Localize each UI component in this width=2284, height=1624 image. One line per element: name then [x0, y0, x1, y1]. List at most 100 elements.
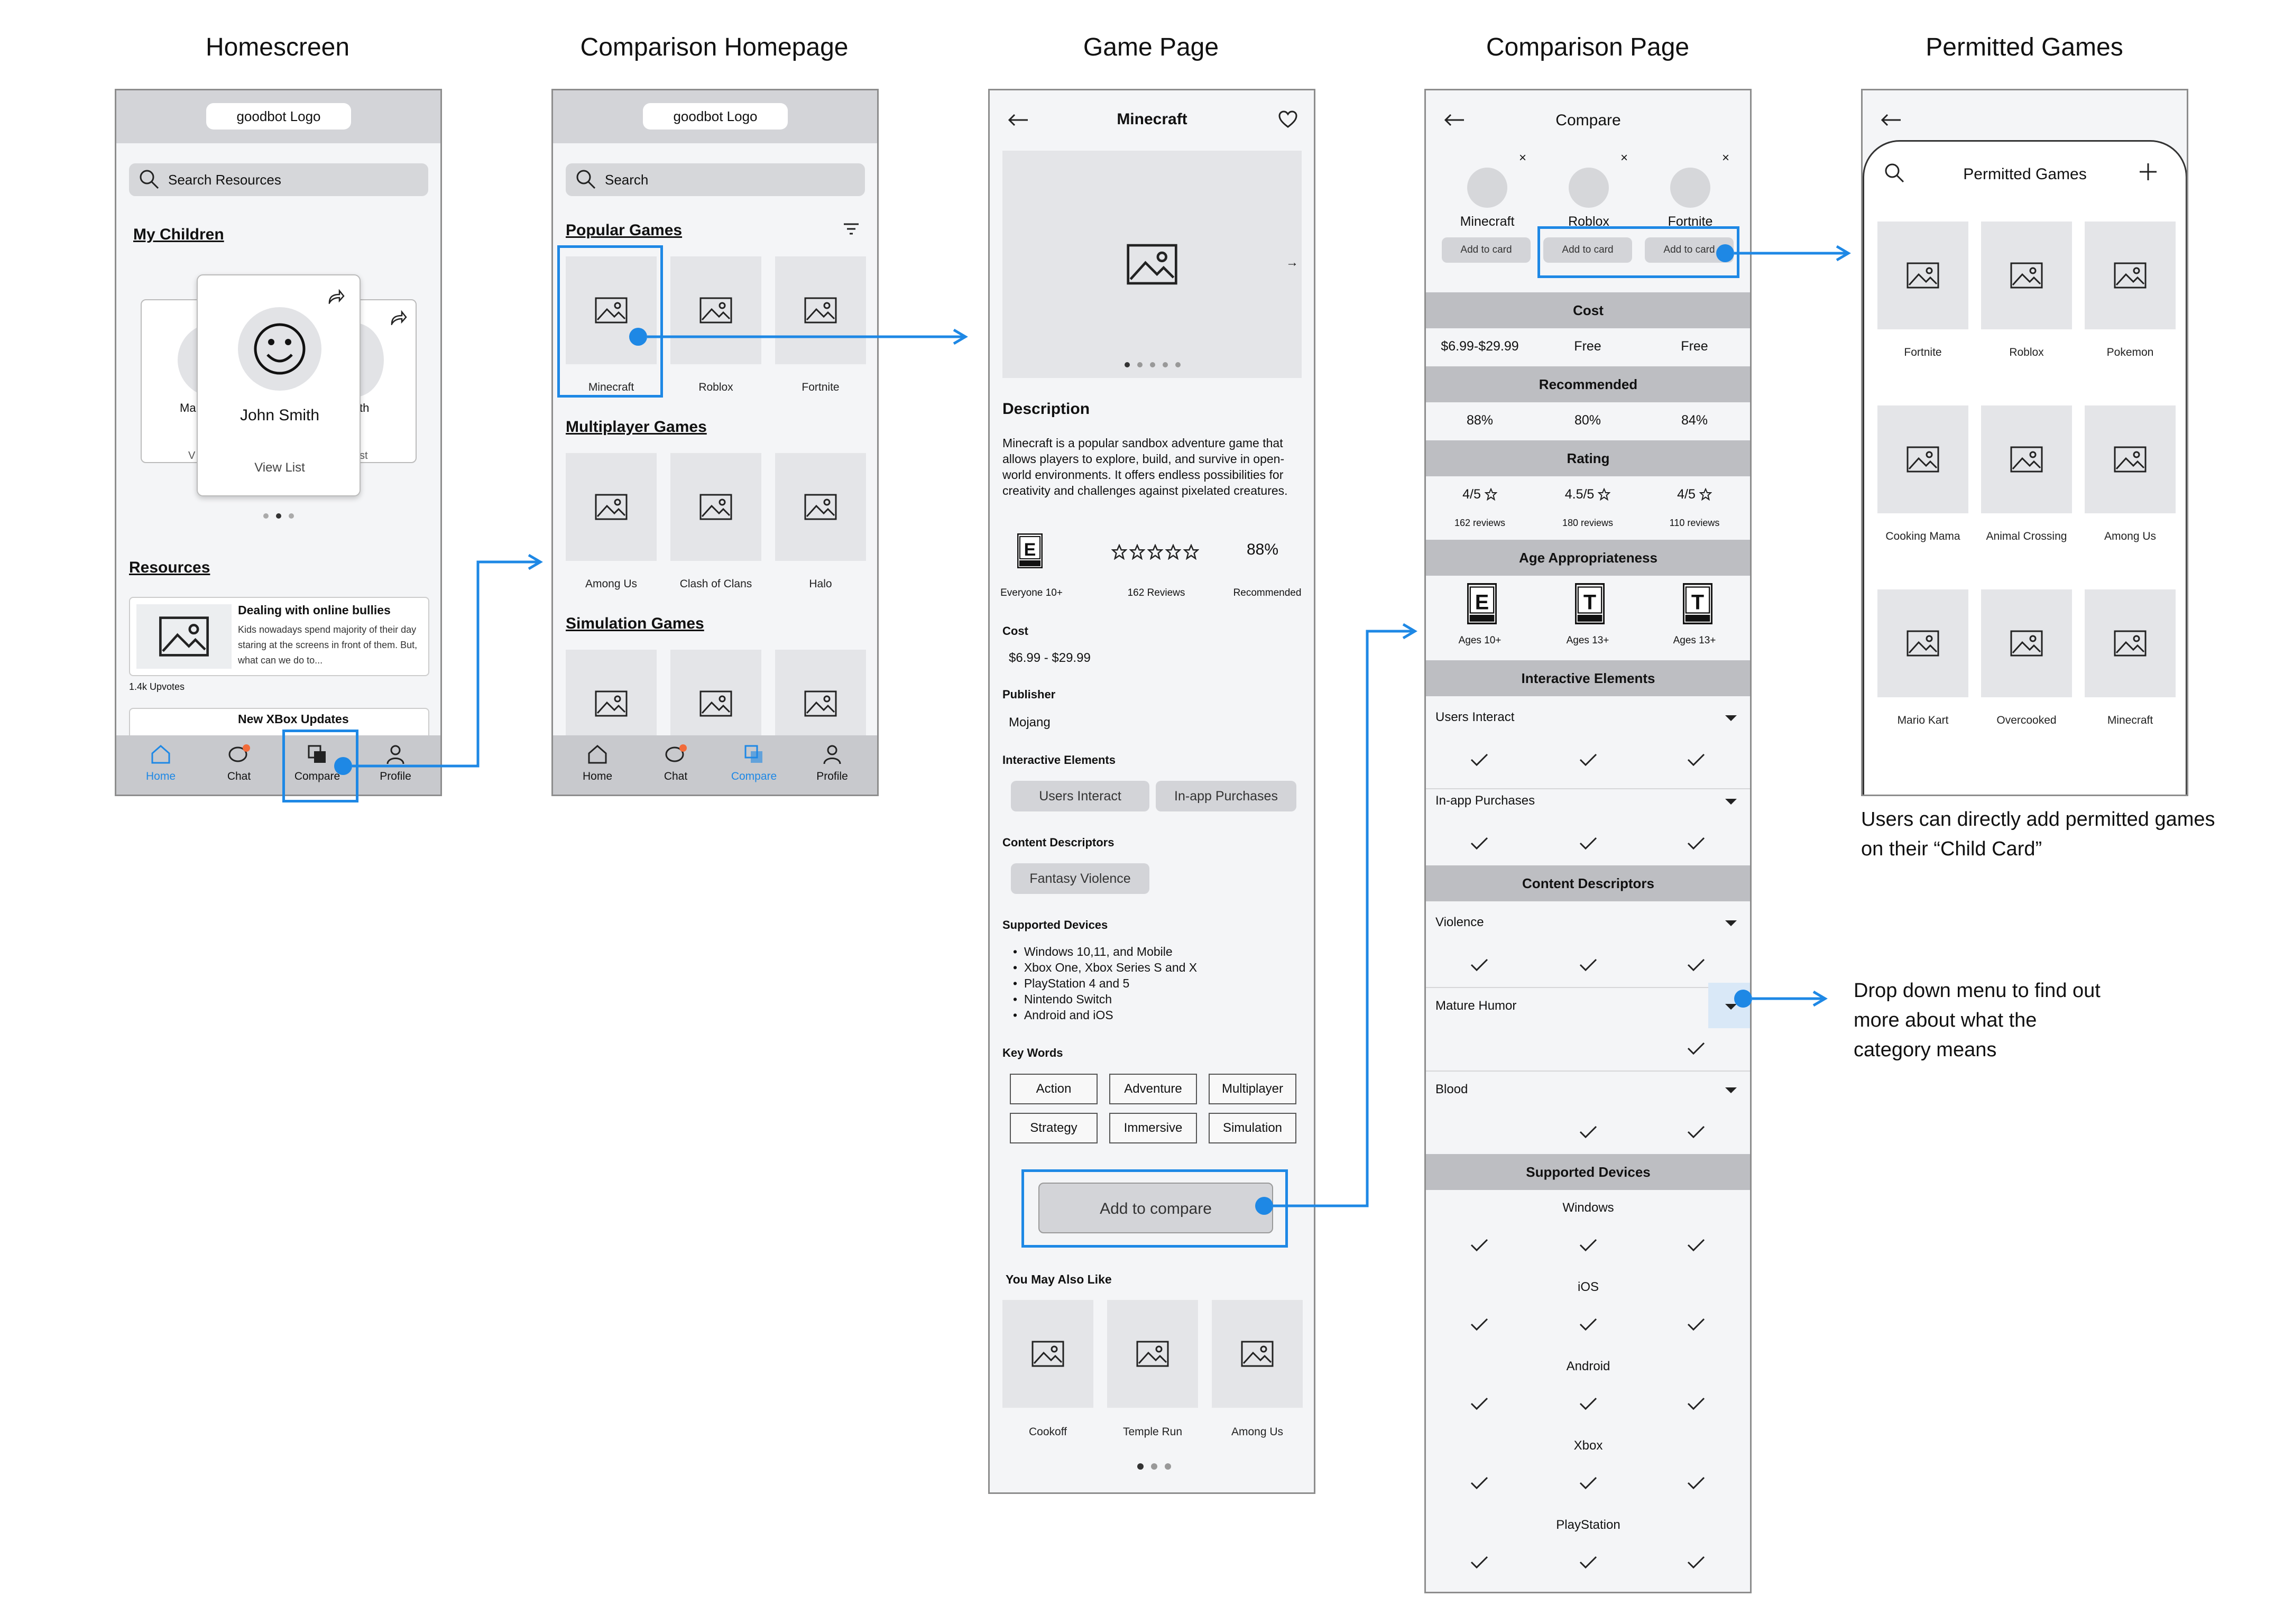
keyword-tag[interactable]: Action	[1010, 1074, 1098, 1104]
keyword-tag[interactable]: Adventure	[1109, 1074, 1197, 1104]
search-input[interactable]: Search	[566, 163, 865, 196]
game-page: Minecraft → Description Minecraft is a p…	[988, 89, 1315, 1494]
game-label: Cookoff	[1029, 1426, 1067, 1438]
resource-card[interactable]: Dealing with online bullies Kids nowaday…	[129, 597, 429, 676]
dropdown-row-mature-humor[interactable]: Mature Humor	[1435, 999, 1517, 1013]
game-card-among-us[interactable]	[566, 453, 657, 561]
nav-profile[interactable]: Profile	[358, 744, 432, 783]
permitted-game-card[interactable]	[2085, 222, 2176, 329]
resource-title: Dealing with online bullies	[238, 603, 391, 617]
game-label: Mario Kart	[1897, 714, 1949, 726]
game-label: Minecraft	[2107, 714, 2153, 726]
game-label: Pokemon	[2106, 346, 2154, 358]
device-row-label: iOS	[1577, 1280, 1599, 1294]
game-card-fortnite[interactable]	[775, 256, 866, 364]
game-card-halo[interactable]	[775, 453, 866, 561]
add-to-card-button[interactable]: Add to card	[1442, 237, 1531, 263]
nav-compare[interactable]: Compare	[717, 744, 791, 783]
search-placeholder: Search	[605, 172, 649, 188]
child-card[interactable]: John Smith View List	[197, 274, 361, 496]
keyword-tag[interactable]: Strategy	[1010, 1113, 1098, 1143]
plus-icon[interactable]	[2138, 161, 2159, 182]
chevron-down-icon[interactable]	[1725, 920, 1737, 926]
nav-profile-label: Profile	[380, 770, 411, 782]
search-input[interactable]: Search Resources	[129, 163, 428, 196]
divider	[1426, 788, 1750, 789]
view-list-link[interactable]: View List	[254, 460, 305, 475]
game-title: Minecraft	[1117, 110, 1187, 128]
permitted-game-card[interactable]	[2085, 589, 2176, 697]
game-label: Among Us	[585, 578, 638, 590]
keyword-tag[interactable]: Multiplayer	[1209, 1074, 1296, 1104]
add-to-card-button[interactable]: Add to card	[1543, 237, 1632, 263]
dropdown-row-blood[interactable]: Blood	[1435, 1082, 1468, 1096]
game-avatar	[1569, 168, 1609, 208]
permitted-game-card[interactable]	[1877, 405, 1968, 513]
recommended-game-among-us[interactable]	[1212, 1300, 1303, 1408]
chevron-down-icon[interactable]	[1725, 1004, 1737, 1010]
permitted-game-card[interactable]	[1981, 405, 2072, 513]
game-card-roblox[interactable]	[670, 256, 761, 364]
nav-chat[interactable]: Chat	[202, 744, 276, 783]
add-to-compare-button[interactable]: Add to compare	[1038, 1183, 1273, 1233]
carousel-dot[interactable]	[263, 513, 269, 519]
device-row-label: PlayStation	[1556, 1518, 1620, 1532]
keyword-tag[interactable]: Immersive	[1109, 1113, 1197, 1143]
carousel-dot[interactable]	[289, 513, 294, 519]
nav-compare[interactable]: Compare	[280, 744, 354, 783]
profile-icon	[823, 745, 841, 764]
chat-icon	[665, 744, 687, 762]
recommended-game-temple-run[interactable]	[1107, 1300, 1198, 1408]
nav-chat[interactable]: Chat	[639, 744, 713, 783]
flow-dot	[629, 328, 647, 346]
tag-fantasy-violence[interactable]: Fantasy Violence	[1011, 863, 1149, 894]
devices-list: • Windows 10,11, and Mobile • Xbox One, …	[1013, 944, 1197, 1023]
permitted-game-card[interactable]	[1877, 222, 1968, 329]
chevron-down-icon[interactable]	[1725, 1087, 1737, 1093]
description-heading: Description	[1002, 400, 1090, 418]
permitted-game-card[interactable]	[1981, 589, 2072, 697]
recommend-percent: 88%	[1246, 541, 1279, 558]
section-title-multiplayer-games: Multiplayer Games	[566, 418, 707, 436]
dropdown-row-violence[interactable]: Violence	[1435, 915, 1484, 929]
homescreen: goodbot Logo Search Resources My Childre…	[115, 89, 442, 796]
game-card-clash-of-clans[interactable]	[670, 453, 761, 561]
nav-home[interactable]: Home	[124, 744, 198, 783]
esrb-label: Everyone 10+	[1000, 587, 1063, 598]
tag-in-app-purchases[interactable]: In-app Purchases	[1156, 781, 1296, 811]
carousel-dots[interactable]	[1137, 1463, 1174, 1470]
divider	[1426, 987, 1750, 988]
device-item: • Windows 10,11, and Mobile	[1013, 945, 1173, 958]
home-icon	[588, 745, 607, 764]
heart-icon[interactable]	[1278, 110, 1297, 128]
device-item: • PlayStation 4 and 5	[1013, 976, 1130, 990]
permitted-game-card[interactable]	[2085, 405, 2176, 513]
tag-users-interact[interactable]: Users Interact	[1011, 781, 1149, 811]
nav-home[interactable]: Home	[560, 744, 634, 783]
game-card-minecraft[interactable]	[566, 256, 657, 364]
remove-icon[interactable]: ×	[1519, 151, 1527, 165]
dropdown-row-in-app-purchases[interactable]: In-app Purchases	[1435, 793, 1535, 808]
permitted-game-card[interactable]	[1877, 589, 1968, 697]
carousel-dots[interactable]	[1124, 361, 1182, 367]
reviews-cell: 110 reviews	[1669, 518, 1720, 528]
column-title-permitted-games: Permitted Games	[1926, 33, 2123, 61]
publisher-heading: Publisher	[1002, 688, 1056, 701]
remove-icon[interactable]: ×	[1620, 151, 1628, 165]
resource-thumbnail	[136, 604, 232, 669]
permitted-game-card[interactable]	[1981, 222, 2072, 329]
next-image-arrow[interactable]: →	[1286, 255, 1298, 270]
dropdown-row-users-interact[interactable]: Users Interact	[1435, 710, 1515, 724]
keyword-tag[interactable]: Simulation	[1209, 1113, 1296, 1143]
recommended-game-cookoff[interactable]	[1002, 1300, 1093, 1408]
remove-icon[interactable]: ×	[1722, 151, 1730, 165]
child-name-peek: th	[360, 401, 370, 414]
carousel-dot-active[interactable]	[276, 513, 281, 519]
game-label: Animal Crossing	[1986, 530, 2067, 542]
flow-dot	[1734, 990, 1752, 1008]
chevron-down-icon[interactable]	[1725, 715, 1737, 721]
devices-heading: Supported Devices	[1002, 918, 1108, 931]
filter-icon[interactable]	[843, 223, 860, 235]
chevron-down-icon[interactable]	[1725, 799, 1737, 805]
nav-profile[interactable]: Profile	[795, 744, 869, 783]
